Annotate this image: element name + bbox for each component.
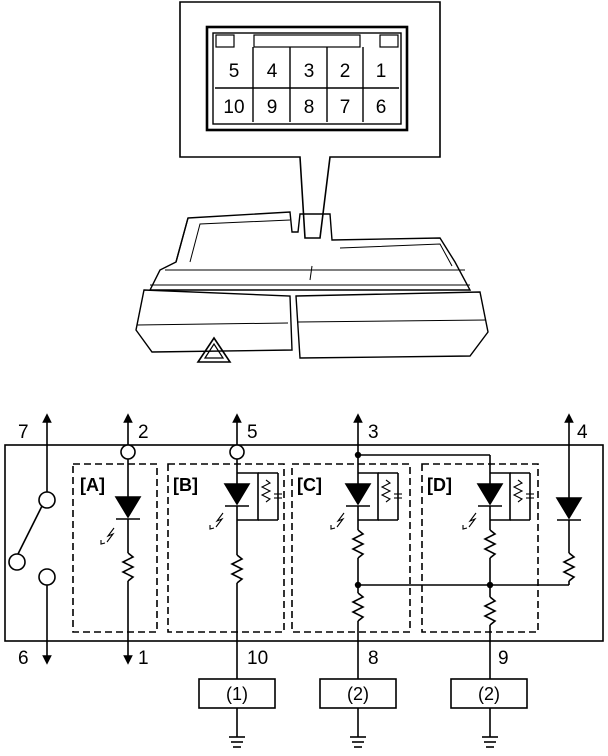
pin-top-5: 1 <box>376 61 387 82</box>
load-2a-label: (2) <box>347 684 369 704</box>
block-b-label: [B] <box>173 475 198 495</box>
block-a-label: [A] <box>80 475 105 495</box>
terminal-8: 8 <box>368 648 379 669</box>
callout-outline <box>179 1 441 239</box>
block-c-label: [C] <box>297 475 322 495</box>
pin-top-4: 2 <box>340 61 351 82</box>
load-2b-label: (2) <box>478 684 500 704</box>
block-c-frame <box>291 463 411 633</box>
block-c-circuit <box>330 413 490 679</box>
connector-face <box>205 25 409 132</box>
connector-pin-labels: 5 4 3 2 1 10 9 8 7 6 <box>223 61 386 118</box>
pin-top-1: 5 <box>229 61 240 82</box>
block-b-frame <box>167 463 285 633</box>
junction-dots <box>354 451 494 589</box>
pin-top-3: 3 <box>304 61 315 82</box>
terminal-4: 4 <box>577 422 588 443</box>
block-labels: [A] [B] [C] [D] <box>80 475 452 495</box>
terminal-2: 2 <box>138 422 149 443</box>
pin-bottom-3: 8 <box>304 97 315 118</box>
pin-bottom-4: 7 <box>340 97 351 118</box>
switch-box <box>4 444 604 642</box>
terminal-5: 5 <box>247 422 258 443</box>
load-2b <box>450 678 528 748</box>
block-d-circuit <box>462 455 534 679</box>
terminal-labels: 7 6 2 1 5 10 3 8 4 9 <box>18 422 588 669</box>
load-labels: (1) (2) (2) <box>226 684 500 704</box>
pin-bottom-2: 9 <box>267 97 278 118</box>
terminal-4-circuit <box>358 413 583 586</box>
block-b-circuit <box>209 413 282 679</box>
terminal-3: 3 <box>368 422 379 443</box>
pin-bottom-5: 6 <box>376 97 387 118</box>
block-d-label: [D] <box>427 475 452 495</box>
terminal-1: 1 <box>138 648 149 669</box>
hazard-switch <box>8 413 56 665</box>
block-d-frame <box>421 463 539 633</box>
load-1-label: (1) <box>226 684 248 704</box>
terminal-9: 9 <box>498 648 509 669</box>
pin-bottom-1: 10 <box>223 97 244 118</box>
pin-top-2: 4 <box>267 61 278 82</box>
switch-housing-illustration <box>135 211 489 363</box>
terminal-7: 7 <box>18 422 29 443</box>
terminal-10: 10 <box>247 648 268 669</box>
block-a-frame <box>72 463 158 633</box>
terminal-6: 6 <box>18 648 29 669</box>
block-a-circuit <box>100 413 142 665</box>
load-1 <box>198 678 276 748</box>
load-2a <box>319 678 397 748</box>
